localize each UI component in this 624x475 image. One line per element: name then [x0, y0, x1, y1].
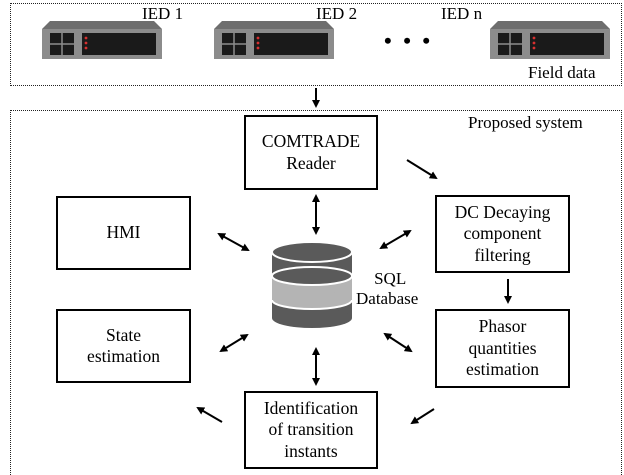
dc-db-arrow [379, 229, 412, 250]
comtrade-line1: COMTRADE [261, 131, 361, 152]
identification-line2: of transition [268, 419, 354, 440]
ied-n-label: IED n [441, 4, 483, 23]
hmi-box: HMI [56, 196, 191, 270]
comtrade-line2: Reader [286, 152, 336, 173]
dc-filter-line3: filtering [474, 244, 531, 265]
ied-device-icon [214, 21, 334, 59]
ied-ellipsis: • • • [384, 28, 434, 53]
comtrade-reader-box: COMTRADE Reader [244, 115, 378, 190]
state-db-arrow [219, 333, 249, 353]
database-line1: SQL [374, 269, 407, 288]
dc-filter-line2: component [463, 223, 542, 244]
ied-device-icon [490, 21, 610, 59]
phasor-to-identification-arrow [410, 408, 435, 425]
hmi-db-arrow [217, 233, 250, 251]
state-estimation-box: State estimation [56, 309, 191, 383]
identification-box: Identification of transition instants [244, 391, 378, 469]
ied-device-icon [42, 21, 162, 59]
dc-filter-line1: DC Decaying [454, 201, 551, 222]
proposed-system-region [10, 110, 622, 475]
ied-1-label: IED 1 [142, 4, 184, 23]
dc-decaying-filter-box: DC Decaying component filtering [435, 195, 570, 273]
database-line2: Database [356, 289, 419, 309]
ied-2-label: IED 2 [316, 4, 358, 23]
hmi-label: HMI [106, 222, 141, 243]
identification-line3: instants [284, 440, 338, 461]
database-icon [271, 241, 353, 328]
phasor-line2: quantities [468, 337, 537, 358]
field-data-label: Field data [528, 63, 596, 82]
identification-line1: Identification [263, 397, 359, 418]
phasor-db-arrow [383, 332, 413, 353]
proposed-system-label: Proposed system [468, 113, 583, 132]
phasor-line3: estimation [466, 359, 539, 380]
state-line2: estimation [87, 346, 160, 366]
database-label: SQL Database [356, 269, 418, 310]
identification-to-state-arrow [196, 406, 223, 423]
phasor-line1: Phasor [478, 316, 527, 337]
field-data-region [10, 3, 622, 86]
comtrade-to-dc-arrow [406, 159, 438, 180]
phasor-estimation-box: Phasor quantities estimation [435, 309, 570, 388]
state-line1: State [106, 324, 141, 345]
